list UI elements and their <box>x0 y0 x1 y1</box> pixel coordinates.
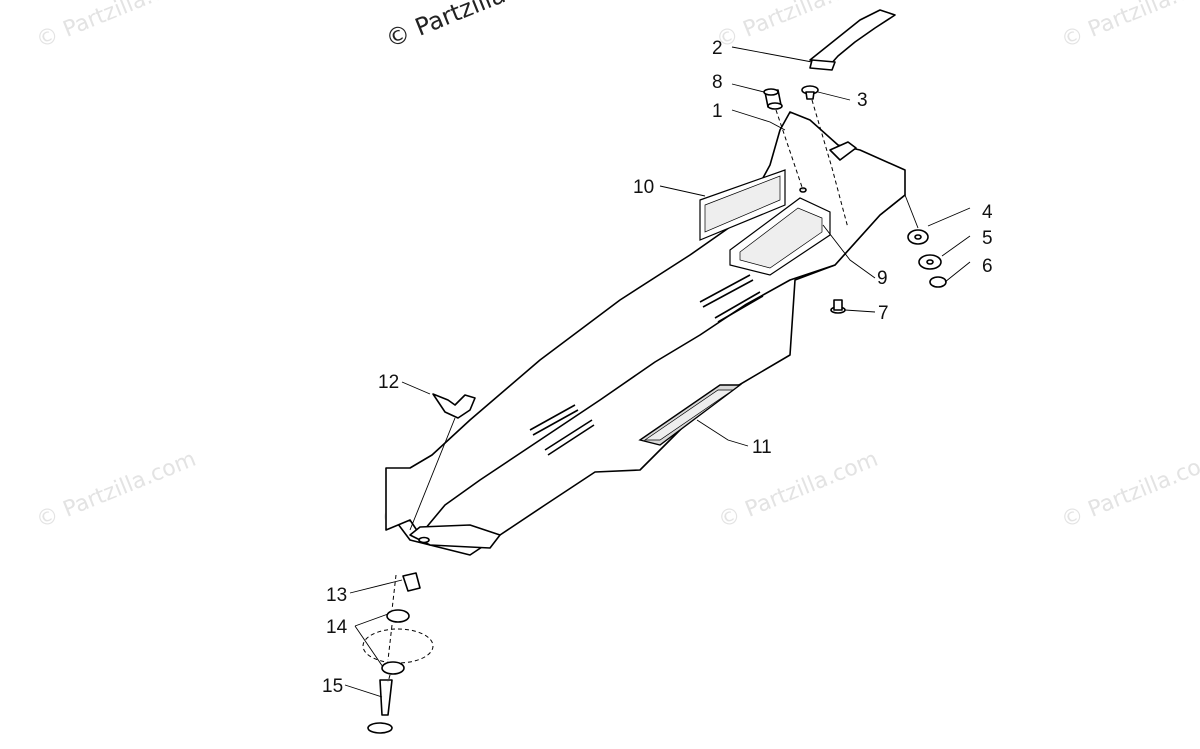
watermark-mid-left: © Partzilla.com <box>33 447 200 534</box>
warning-label-10 <box>699 169 786 241</box>
callout-1: 1 <box>712 101 723 122</box>
callout-4: 4 <box>982 202 993 223</box>
grommet-8 <box>763 88 783 110</box>
warning-label-9 <box>729 197 831 276</box>
screw-7 <box>830 299 846 314</box>
screw-3 <box>801 85 819 100</box>
wing-nut-12 <box>432 393 476 419</box>
callout-2: 2 <box>712 38 723 59</box>
callout-11: 11 <box>752 437 772 458</box>
callout-9: 9 <box>877 268 888 289</box>
watermark-mid-right: © Partzilla.com <box>1058 447 1200 534</box>
callout-6: 6 <box>982 256 993 277</box>
callout-10: 10 <box>633 177 654 198</box>
callout-7: 7 <box>878 303 889 324</box>
watermark-main: © Partzilla.com <box>382 0 564 54</box>
callout-14: 14 <box>326 617 348 638</box>
callout-3: 3 <box>857 90 868 111</box>
washer-5 <box>918 254 942 270</box>
hex-nut-13 <box>402 572 421 592</box>
nut-6 <box>929 276 947 288</box>
grommet-4 <box>907 229 929 245</box>
callout-labels: 2 8 3 1 10 4 5 6 9 7 12 11 13 14 15 <box>322 38 993 697</box>
grille-label-11 <box>638 384 743 446</box>
strap-2 <box>809 9 896 71</box>
bolt-15 <box>367 679 393 734</box>
callout-8: 8 <box>712 72 723 93</box>
callout-5: 5 <box>982 228 993 249</box>
alignment-lines <box>387 99 849 683</box>
leader-lines <box>344 46 971 698</box>
watermark-top-right: © Partzilla.com <box>1058 0 1200 54</box>
callout-13: 13 <box>326 585 347 606</box>
washers-14 <box>362 609 434 675</box>
watermark-mid-right-center: © Partzilla.com <box>715 447 882 534</box>
callout-15: 15 <box>322 676 343 697</box>
callout-12: 12 <box>378 372 399 393</box>
watermark-top-left: © Partzilla.com <box>33 0 200 54</box>
